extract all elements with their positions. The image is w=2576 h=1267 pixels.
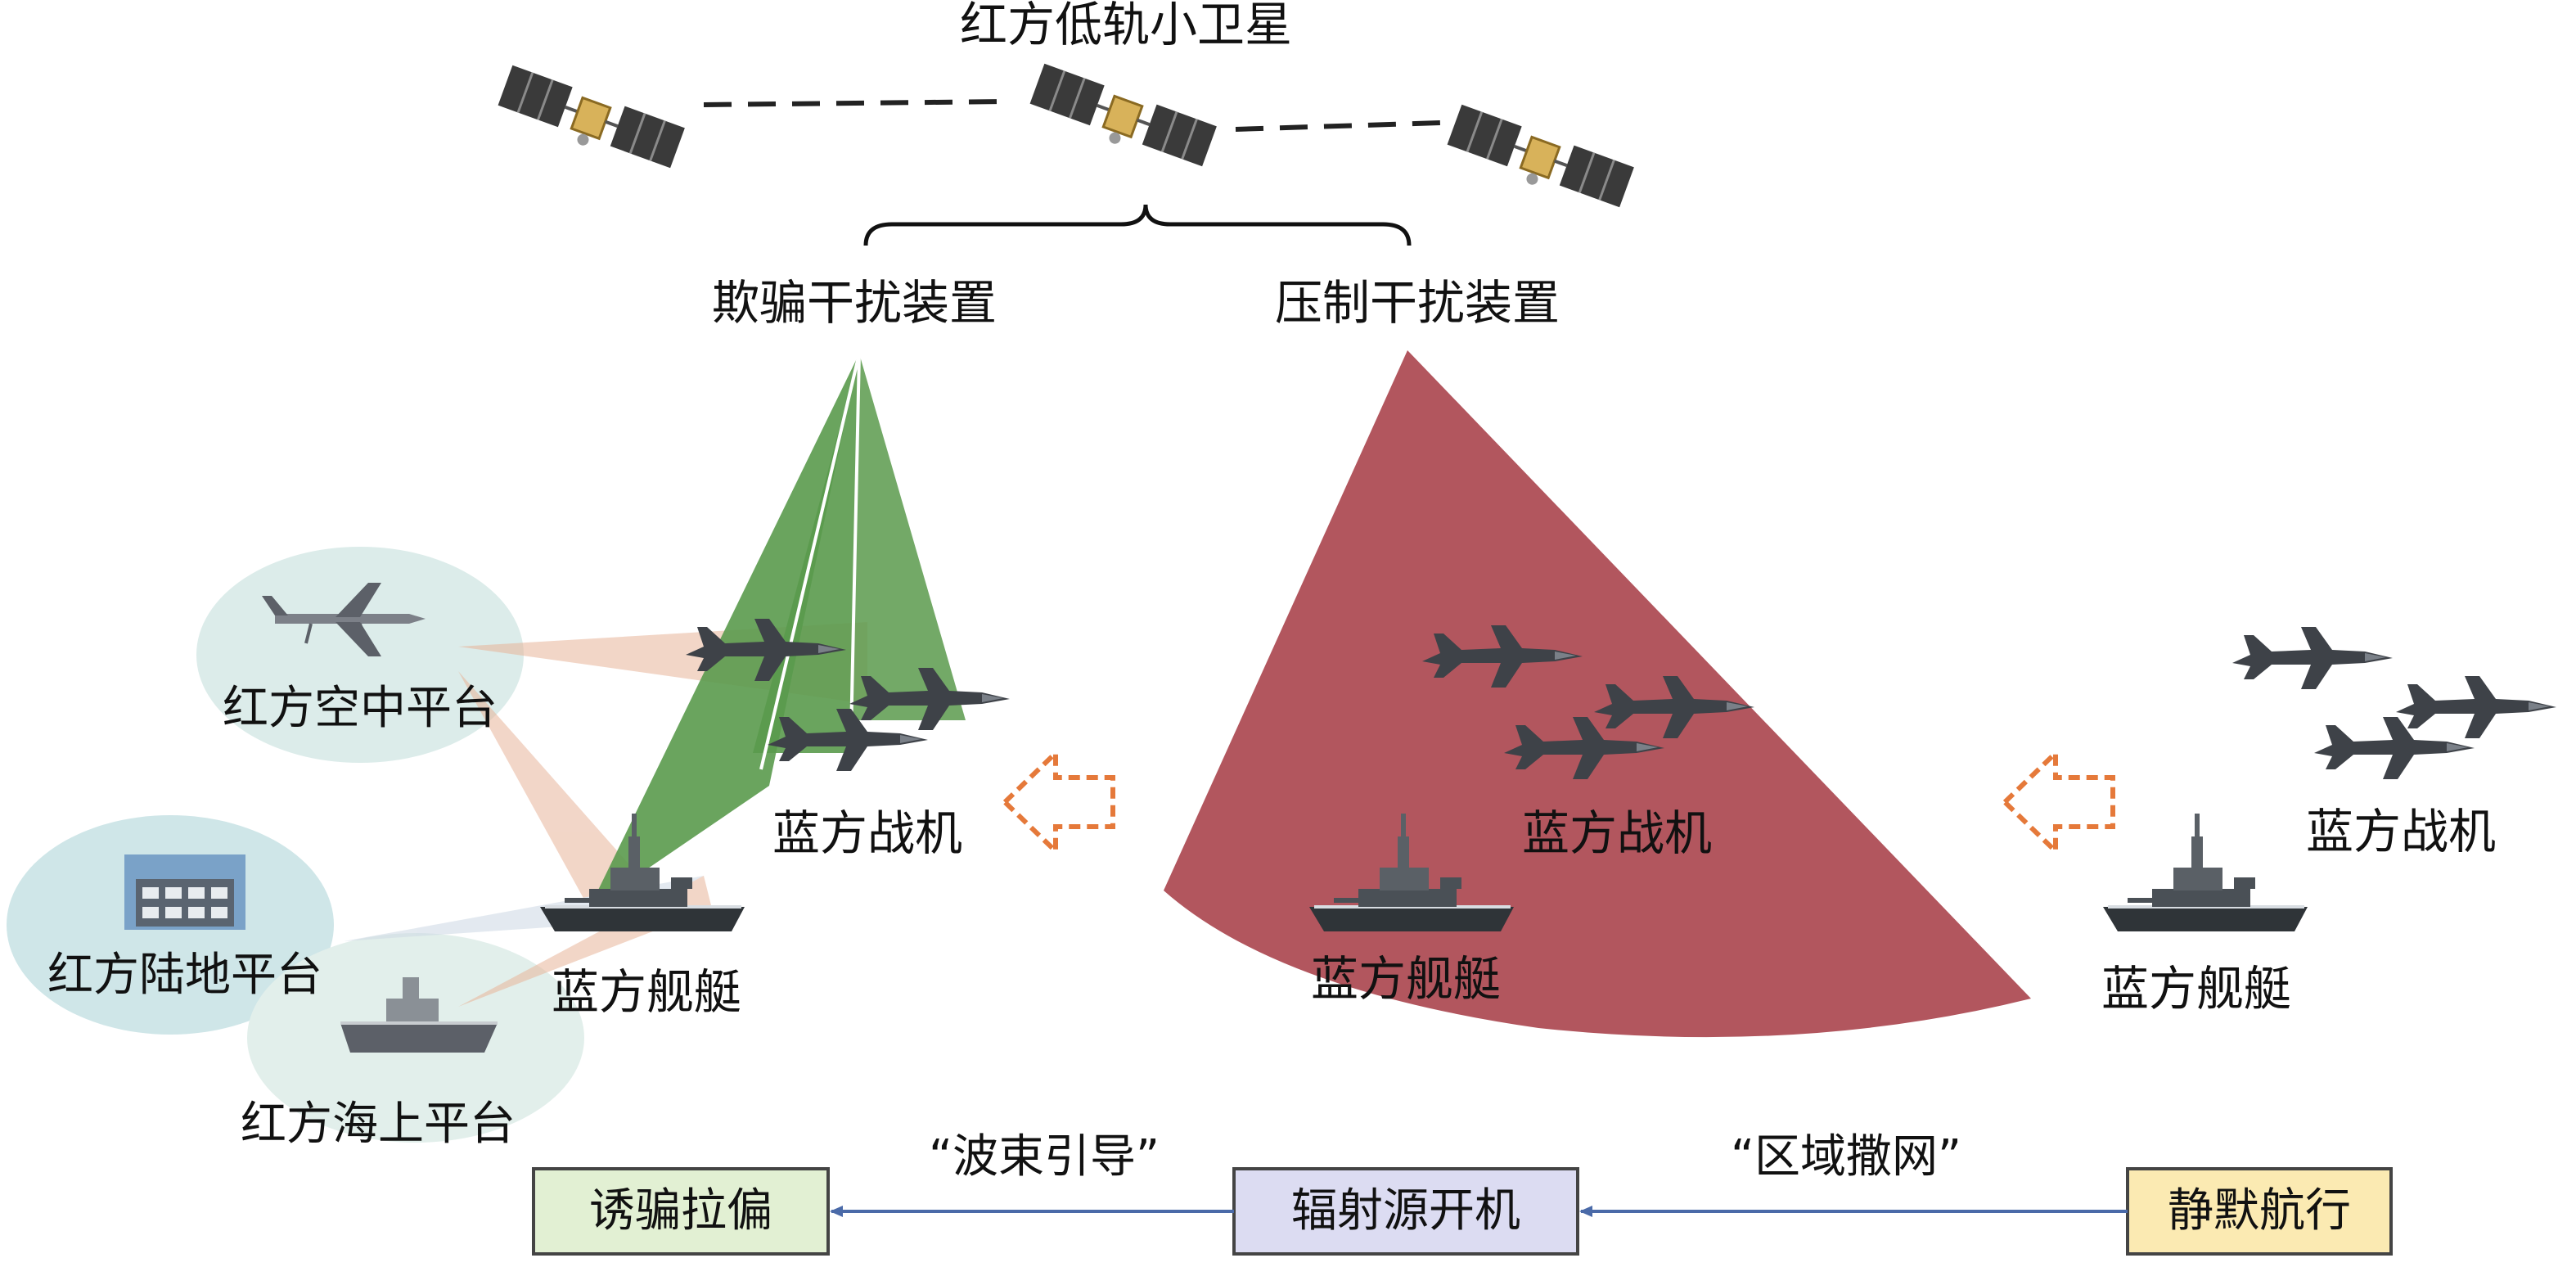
blue-ship-group-3 bbox=[2103, 814, 2308, 931]
satellite-link-left bbox=[703, 99, 1007, 107]
blue-fighters-label-2: 蓝方战机 bbox=[1522, 805, 1712, 861]
satellite-left bbox=[493, 63, 687, 178]
move-left-arrow-1 bbox=[1001, 746, 1115, 858]
blue-fighters-label-3: 蓝方战机 bbox=[2306, 804, 2496, 859]
air-platform-halo bbox=[196, 547, 524, 763]
transition-beam-guidance-label: “波束引导” bbox=[929, 1130, 1160, 1184]
satellite-center bbox=[1025, 61, 1218, 177]
blue-ships-label-2: 蓝方舰艇 bbox=[1311, 951, 1501, 1007]
air-platform-label: 红方空中平台 bbox=[223, 682, 498, 735]
blue-fighters-label-1: 蓝方战机 bbox=[772, 805, 962, 861]
stage-lure-box bbox=[532, 1167, 830, 1256]
blue-ships-label-1: 蓝方舰艇 bbox=[552, 964, 741, 1020]
stage-emitter-on-box bbox=[1232, 1167, 1579, 1256]
building-icon bbox=[124, 854, 245, 930]
suppression-beam bbox=[1164, 350, 2031, 1038]
blue-ships-label-3: 蓝方舰艇 bbox=[2101, 961, 2291, 1017]
blue-fighters-group-3 bbox=[2232, 627, 2556, 779]
satellite-link-right bbox=[1235, 120, 1441, 132]
land-platform-label: 红方陆地平台 bbox=[47, 949, 322, 1002]
title-label: 红方低轨小卫星 bbox=[960, 0, 1292, 52]
sea-platform-label: 红方海上平台 bbox=[241, 1098, 516, 1151]
suppression-device-label: 压制干扰装置 bbox=[1275, 275, 1560, 331]
stage-lure-label: 诱骗拉偏 bbox=[589, 1184, 772, 1238]
stage-silent-box bbox=[2126, 1167, 2393, 1256]
stage-silent-label: 静默航行 bbox=[2168, 1184, 2351, 1238]
satellite-right bbox=[1442, 102, 1636, 218]
stage-emitter-on-label: 辐射源开机 bbox=[1291, 1184, 1520, 1238]
device-brace bbox=[863, 204, 1412, 246]
move-left-arrow-2 bbox=[2001, 746, 2115, 858]
transition-area-net-label: “区域撒网” bbox=[1731, 1130, 1961, 1184]
deception-device-label: 欺骗干扰装置 bbox=[712, 275, 997, 331]
